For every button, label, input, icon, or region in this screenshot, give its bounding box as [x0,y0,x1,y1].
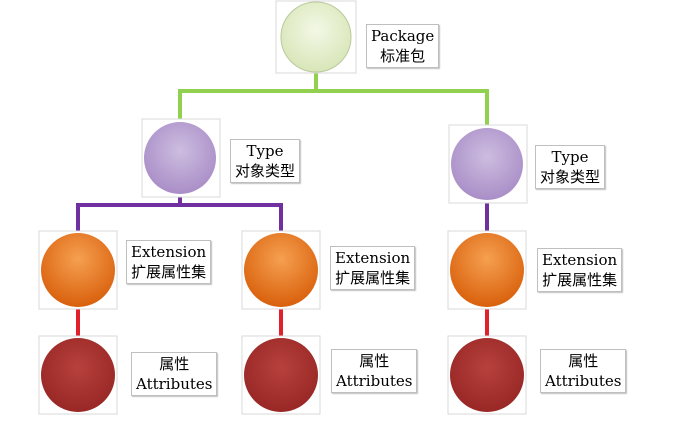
attributes-node-2-circle [244,338,318,412]
package-connectors [178,72,489,125]
extension-3-label: Extension 扩展属性集 [537,248,623,292]
package-to-left-type-link [178,72,318,120]
extension-2-label-en: Extension [335,249,411,267]
extension-node-2 [241,230,321,310]
attributes-node-3-circle [450,338,524,412]
package-label-en: Package [371,27,435,45]
extension-3-label-en: Extension [542,251,618,269]
extension-2-label-zh: 扩展属性集 [335,269,411,287]
extension-node-3 [447,230,527,310]
attributes-3-label: 属性 Attributes [540,349,627,393]
type-left-label-zh: 对象类型 [235,162,296,180]
package-label: Package 标准包 [366,24,440,68]
extension-node-2-circle [244,233,318,307]
extension-1-label: Extension 扩展属性集 [126,240,212,284]
attributes-3-label-en: Attributes [545,372,622,390]
package-label-zh: 标准包 [380,47,426,65]
attributes-2-label-zh: 属性 [359,352,390,370]
type-node-right [448,124,528,204]
type-right-label-en: Type [551,148,589,166]
package-to-right-type-link [316,89,489,125]
left-type-to-extension-1-link [76,197,182,231]
extension-node-1-circle [41,233,115,307]
attribute-connectors [76,308,489,337]
extension-1-label-en: Extension [131,243,207,261]
type-connectors [76,197,489,231]
type-node-left-circle [144,122,216,194]
attributes-1-label-zh: 属性 [159,355,190,373]
attributes-1-label: 属性 Attributes [131,352,218,396]
type-right-label-zh: 对象类型 [540,168,601,186]
attributes-node-1 [38,335,118,415]
type-right-label: Type 对象类型 [535,145,606,189]
attributes-node-3 [447,335,527,415]
attributes-2-label-en: Attributes [336,372,413,390]
extension-3-label-zh: 扩展属性集 [542,271,618,289]
type-node-left [141,118,221,198]
attributes-2-label: 属性 Attributes [331,349,418,393]
extension-node-1 [38,230,118,310]
package-node-circle [280,1,352,73]
type-node-right-circle [451,128,523,200]
attributes-1-label-en: Attributes [136,375,213,393]
type-left-label-en: Type [246,142,284,160]
attributes-node-1-circle [41,338,115,412]
left-type-to-extension-2-link [180,203,283,231]
extension-2-label: Extension 扩展属性集 [330,246,416,290]
type-left-label: Type 对象类型 [230,139,301,183]
attributes-node-2 [241,335,321,415]
attributes-3-label-zh: 属性 [568,352,599,370]
package-node [275,0,357,74]
extension-node-3-circle [450,233,524,307]
extension-1-label-zh: 扩展属性集 [131,263,207,281]
